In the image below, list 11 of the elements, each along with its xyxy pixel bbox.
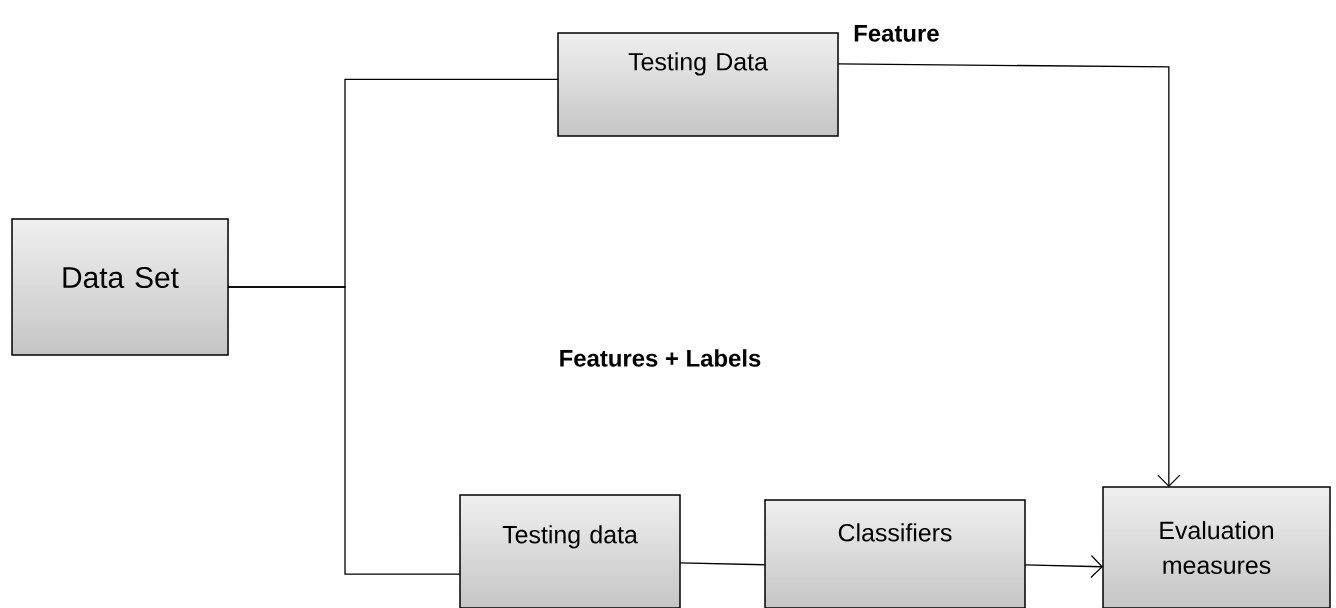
process-box: Testing Data bbox=[557, 32, 839, 137]
edge-label: Feature bbox=[852, 24, 941, 43]
process-box: Data Set bbox=[11, 218, 229, 356]
connector bbox=[837, 63, 1181, 487]
connector bbox=[679, 562, 766, 566]
connector bbox=[227, 286, 461, 575]
flow-label: Features + Labels bbox=[560, 349, 761, 367]
process-box: Evaluation measures bbox=[1102, 486, 1331, 608]
process-box: Testing data bbox=[459, 494, 681, 608]
process-box: Classifiers bbox=[764, 499, 1026, 608]
connector bbox=[1024, 554, 1103, 579]
